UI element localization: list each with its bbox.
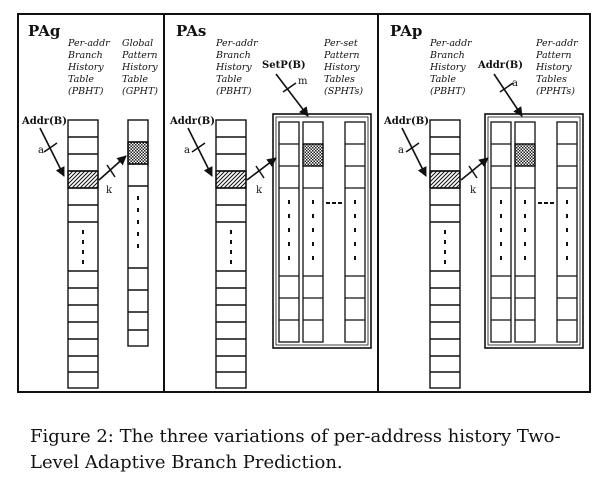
pbht-header-line: Table <box>216 74 242 85</box>
pbht-header-line: Table <box>430 74 456 85</box>
index-arrow <box>401 127 427 177</box>
pbht-header-line: (PBHT) <box>68 86 104 97</box>
pht-header-line: Global <box>122 38 153 49</box>
select-label: Addr(B) <box>477 60 523 71</box>
pht-header-line: History <box>535 62 572 73</box>
pht-header-line: (SPHTs) <box>324 86 363 97</box>
pht-header-line: Table <box>122 74 148 85</box>
ellipsis-dots <box>82 230 84 264</box>
ellipsis-dots <box>444 230 446 264</box>
pbht-header-line: Per-addr <box>429 38 473 49</box>
pbht-header-line: History <box>429 62 466 73</box>
pbht-table <box>67 119 99 389</box>
bits-label: a <box>398 145 404 156</box>
panel-pas: PAs Per-addr Branch History Table (PBHT)… <box>169 22 372 389</box>
index-arrow <box>39 127 65 177</box>
bit-slash <box>191 142 206 153</box>
pht-header-line: Tables <box>536 74 567 85</box>
index-arrow <box>187 127 213 177</box>
select-arrow <box>275 73 309 117</box>
bit-slash <box>405 142 420 153</box>
bits-label: a <box>38 145 44 156</box>
pht-header-line: Per-set <box>323 38 358 49</box>
pbht-header-line: Branch <box>67 50 103 61</box>
pht-header-line: Pattern <box>323 50 360 61</box>
bits-label: k <box>106 185 113 196</box>
pbht-header-line: Branch <box>215 50 251 61</box>
panel-title: PAp <box>390 22 422 40</box>
panel-title: PAg <box>28 22 61 40</box>
panel-title: PAs <box>176 22 206 40</box>
pbht-header-line: History <box>215 62 252 73</box>
pht-header-line: (GPHT) <box>122 86 158 97</box>
bits-label: a <box>184 145 190 156</box>
panel-pap: PAp Per-addr Branch History Table (PBHT)… <box>383 22 584 389</box>
pht-header-line: History <box>121 62 158 73</box>
ellipsis-dots <box>500 200 568 260</box>
pbht-header-line: Table <box>68 74 94 85</box>
pht-header-line: Pattern <box>535 50 572 61</box>
addr-label: Addr(B) <box>383 116 429 127</box>
bit-slash <box>499 82 514 93</box>
bit-slash <box>255 165 265 179</box>
bit-slash <box>43 142 58 153</box>
pht-group-box <box>272 113 372 349</box>
bit-slash <box>468 165 478 179</box>
bits-label: k <box>470 185 477 196</box>
addr-label: Addr(B) <box>169 116 215 127</box>
panel-pag: PAg Per-addr Branch History Table (PBHT)… <box>21 22 158 389</box>
history-arrow <box>246 157 277 181</box>
pbht-header-line: History <box>67 62 104 73</box>
ellipsis-dots <box>230 230 232 264</box>
bits-label: m <box>298 76 308 87</box>
pbht-header-line: Per-addr <box>215 38 259 49</box>
pbht-table <box>215 119 247 389</box>
pbht-header-line: Branch <box>429 50 465 61</box>
bit-slash <box>282 82 297 93</box>
pbht-header-line: (PBHT) <box>216 86 252 97</box>
history-arrow <box>460 157 489 181</box>
pht-header-line: Pattern <box>121 50 158 61</box>
figure-caption: Figure 2: The three variations of per-ad… <box>30 426 561 473</box>
pht-header-line: Per-addr <box>535 38 579 49</box>
pht-header-line: Tables <box>324 74 355 85</box>
bits-label: a <box>512 78 518 89</box>
pbht-header-line: (PBHT) <box>430 86 466 97</box>
ellipsis-dots <box>137 196 139 248</box>
pht-header-line: (PPHTs) <box>536 86 575 97</box>
history-arrow <box>98 155 127 181</box>
pht-group-box <box>484 113 584 349</box>
ellipsis-dots <box>288 200 356 260</box>
select-arrow <box>493 73 523 117</box>
figure-diagram: PAg Per-addr Branch History Table (PBHT)… <box>17 13 591 393</box>
addr-label: Addr(B) <box>21 116 67 127</box>
pht-header-line: History <box>323 62 360 73</box>
select-label: SetP(B) <box>262 60 306 71</box>
pbht-header-line: Per-addr <box>67 38 111 49</box>
bit-slash <box>106 164 116 178</box>
bits-label: k <box>256 185 263 196</box>
